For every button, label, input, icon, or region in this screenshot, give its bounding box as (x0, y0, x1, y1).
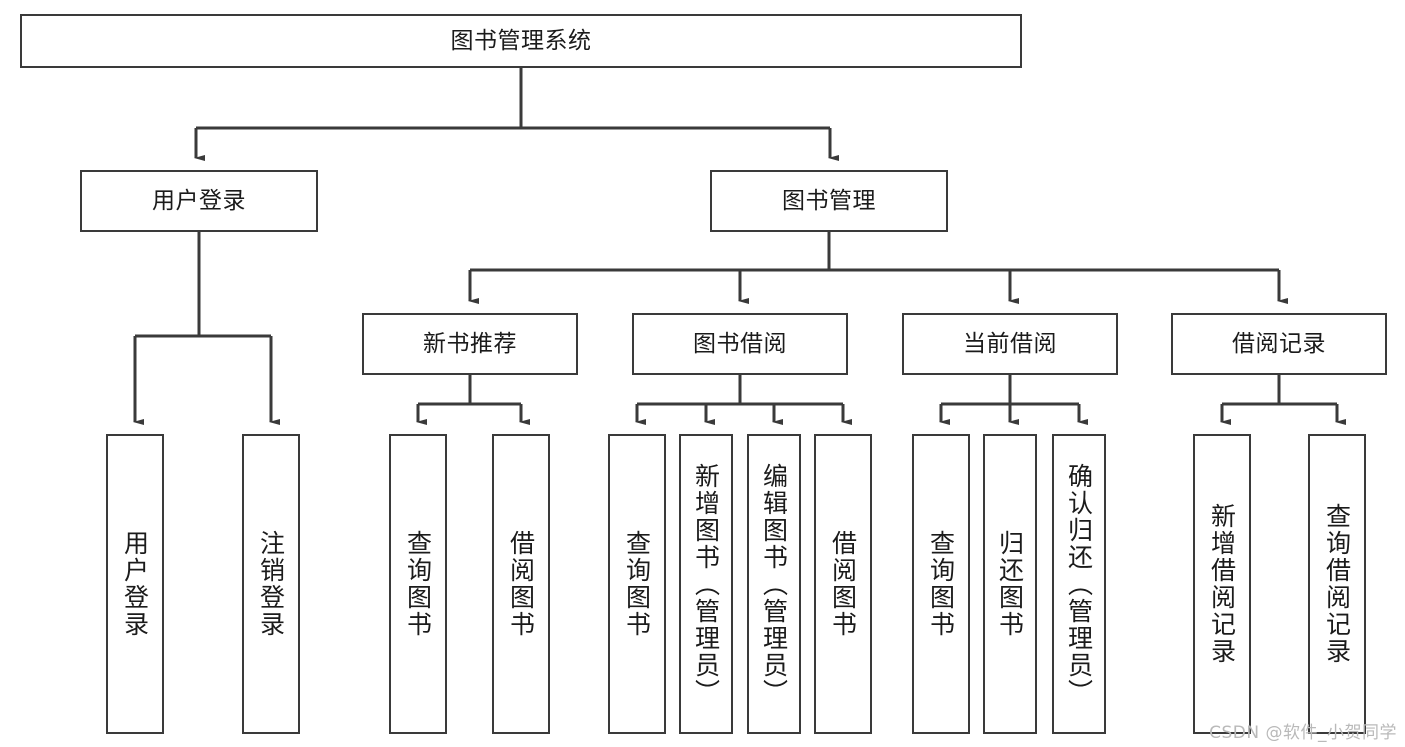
node-label: 借阅图书 (506, 530, 536, 638)
watermark-text: CSDN @软件_小贺同学 (1209, 723, 1397, 743)
node-root-book-management-system[interactable]: 图书管理系统 (20, 14, 1022, 68)
node-label: 新增图书（管理员） (691, 462, 721, 706)
node-new-book-recommendation[interactable]: 新书推荐 (362, 313, 578, 375)
node-label: 图书管理系统 (450, 27, 592, 54)
node-label: 图书管理 (782, 187, 876, 214)
node-label: 查询图书 (926, 530, 956, 638)
node-label: 编辑图书（管理员） (759, 462, 789, 706)
node-book-borrow[interactable]: 图书借阅 (632, 313, 848, 375)
leaf-borrow-borrow-book[interactable]: 借阅图书 (814, 434, 872, 734)
node-label: 图书借阅 (693, 330, 787, 357)
node-label: 查询图书 (622, 530, 652, 638)
leaf-borrow-edit-book-admin[interactable]: 编辑图书（管理员） (747, 434, 801, 734)
leaf-current-query-book[interactable]: 查询图书 (912, 434, 970, 734)
leaf-current-confirm-return-admin[interactable]: 确认归还（管理员） (1052, 434, 1106, 734)
node-user-login[interactable]: 用户登录 (80, 170, 318, 232)
leaf-new-book-borrow[interactable]: 借阅图书 (492, 434, 550, 734)
node-label: 归还图书 (995, 530, 1025, 638)
node-label: 新书推荐 (423, 330, 517, 357)
node-label: 新增借阅记录 (1207, 503, 1237, 665)
node-current-borrow[interactable]: 当前借阅 (902, 313, 1118, 375)
node-label: 查询图书 (403, 530, 433, 638)
node-label: 查询借阅记录 (1322, 503, 1352, 665)
leaf-record-query-borrow-record[interactable]: 查询借阅记录 (1308, 434, 1366, 734)
leaf-user-login-login[interactable]: 用户登录 (106, 434, 164, 734)
leaf-record-add-borrow-record[interactable]: 新增借阅记录 (1193, 434, 1251, 734)
leaf-new-book-query[interactable]: 查询图书 (389, 434, 447, 734)
node-label: 借阅图书 (828, 530, 858, 638)
node-label: 当前借阅 (963, 330, 1057, 357)
leaf-user-login-logout[interactable]: 注销登录 (242, 434, 300, 734)
node-label: 借阅记录 (1232, 330, 1326, 357)
leaf-borrow-query-book[interactable]: 查询图书 (608, 434, 666, 734)
node-label: 用户登录 (120, 530, 150, 638)
node-label: 用户登录 (152, 187, 246, 214)
node-label: 注销登录 (256, 530, 286, 638)
node-label: 确认归还（管理员） (1064, 462, 1094, 706)
leaf-current-return-book[interactable]: 归还图书 (983, 434, 1037, 734)
node-borrow-record[interactable]: 借阅记录 (1171, 313, 1387, 375)
node-book-management[interactable]: 图书管理 (710, 170, 948, 232)
leaf-borrow-add-book-admin[interactable]: 新增图书（管理员） (679, 434, 733, 734)
